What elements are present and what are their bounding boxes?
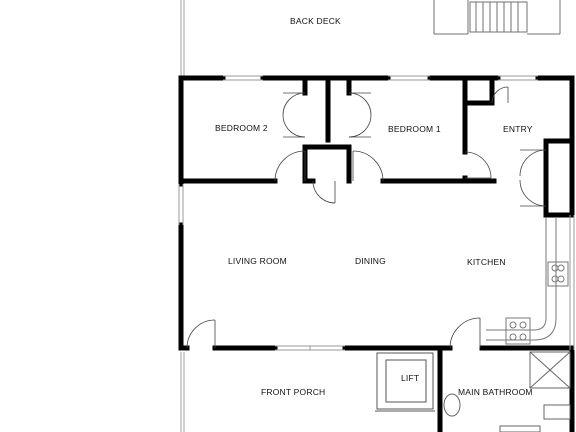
room-label-back-deck: BACK DECK (290, 16, 341, 26)
kitchen-counter (486, 218, 569, 345)
room-label-dining: DINING (355, 256, 386, 266)
windows (178, 75, 575, 351)
stairs (433, 0, 561, 35)
room-label-main-bathroom: MAIN BATHROOM (458, 387, 533, 397)
room-label-entry: ENTRY (503, 124, 533, 134)
room-label-front-porch: FRONT PORCH (261, 387, 326, 397)
room-label-kitchen: KITCHEN (467, 257, 506, 267)
lift-shape (375, 352, 435, 412)
doors (186, 86, 547, 349)
room-label-bedroom-2: BEDROOM 2 (215, 123, 268, 133)
deck-outline (180, 0, 185, 432)
room-label-bedroom-1: BEDROOM 1 (388, 124, 441, 134)
bathroom-fixtures (443, 351, 571, 432)
room-label-living-room: LIVING ROOM (228, 256, 287, 266)
walls (178, 75, 575, 432)
room-label-lift: LIFT (401, 373, 420, 383)
